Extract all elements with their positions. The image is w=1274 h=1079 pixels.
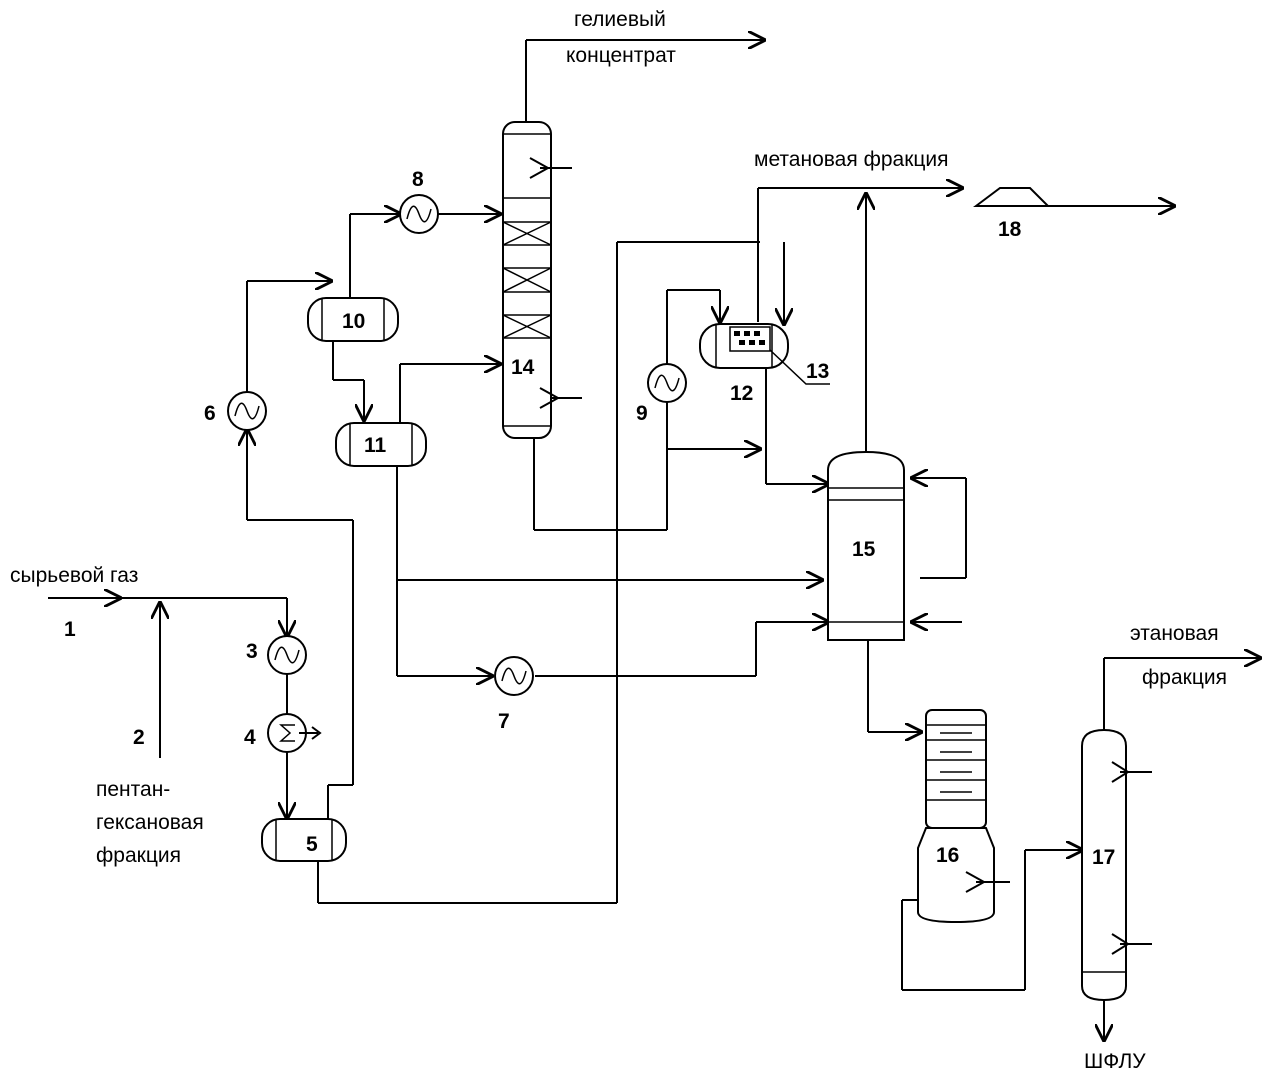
number-6: 6 [204,402,216,425]
number-8: 8 [412,168,424,191]
compressor-18 [973,187,1051,207]
raw-gas-label: сырьевой газ [10,564,138,587]
ngl-label: ШФЛУ [1084,1050,1146,1073]
piping [48,40,1260,1040]
number-13: 13 [806,360,829,383]
column-17 [1081,728,1152,1002]
ethane-label-1: этановая [1130,622,1219,645]
stream-labels: гелиевый концентрат метановая фракция сы… [10,8,1227,1073]
heat-exchanger-3 [267,635,307,675]
pentane-label-3: фракция [96,844,181,867]
column-14 [502,121,582,439]
heat-exchanger-6 [227,391,267,431]
column-16 [917,709,1010,924]
number-16: 16 [936,844,959,867]
heat-exchanger-9 [647,363,687,403]
column-15 [827,450,905,641]
number-4: 4 [244,726,256,749]
number-3: 3 [246,640,258,663]
number-17: 17 [1092,846,1115,869]
helium-label-2: концентрат [566,44,676,67]
number-10: 10 [342,310,365,333]
number-7: 7 [498,710,510,733]
number-2: 2 [133,726,145,749]
separator-11 [335,422,427,467]
separator-10 [307,297,399,342]
number-11: 11 [364,434,387,457]
number-14: 14 [511,356,535,379]
number-5: 5 [306,833,318,856]
number-18: 18 [998,218,1022,241]
heat-exchanger-7 [494,656,534,696]
number-1: 1 [64,618,76,641]
number-15: 15 [852,538,876,561]
helium-label-1: гелиевый [574,8,666,31]
ethane-label-2: фракция [1142,666,1227,689]
separator-5 [261,818,347,862]
number-9: 9 [636,402,648,425]
pentane-label-1: пентан- [96,778,170,801]
separator-12 [699,323,830,385]
equipment-numbers: 1 2 3 4 5 6 7 8 9 10 11 12 13 14 15 16 1… [64,168,1115,869]
heater-4 [267,713,322,753]
number-12: 12 [730,382,753,405]
heat-exchanger-8 [399,194,439,234]
pentane-label-2: гексановая [96,811,204,834]
methane-label: метановая фракция [754,148,949,171]
